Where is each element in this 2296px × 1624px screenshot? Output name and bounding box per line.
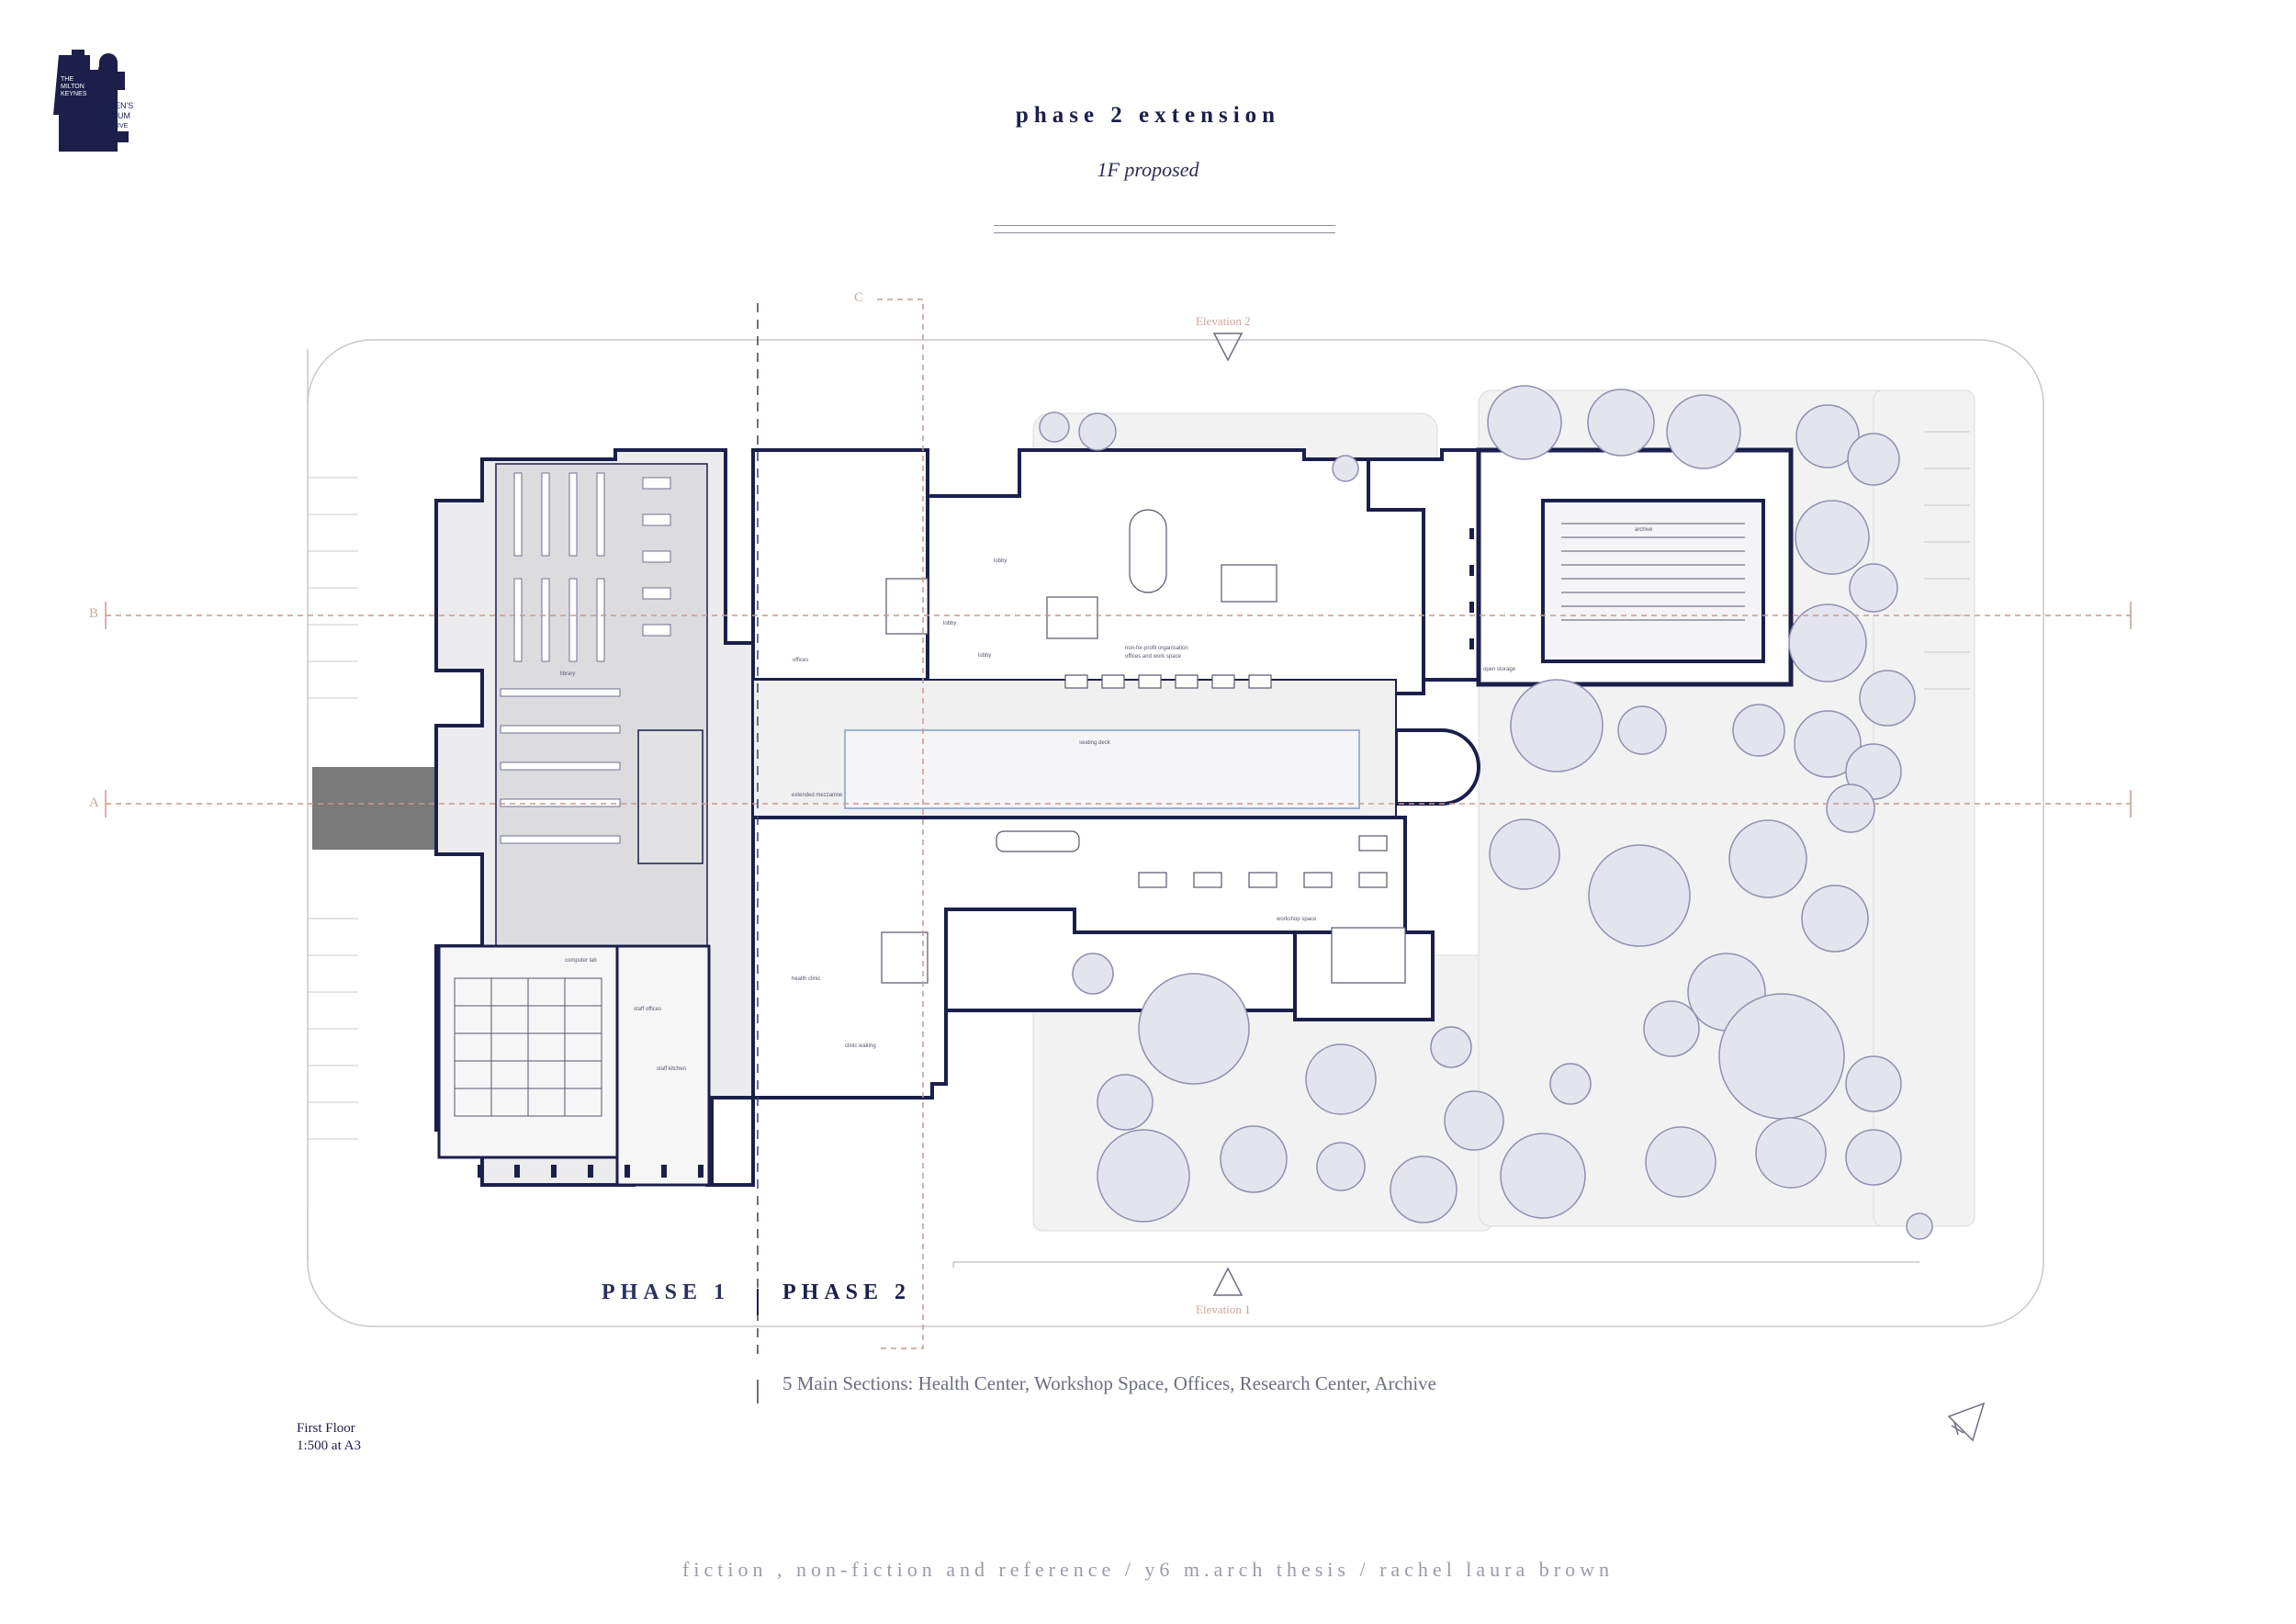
section-mark-c: C [854,290,864,305]
sections-note: 5 Main Sections: Health Center, Workshop… [782,1372,1436,1394]
room-seating-deck: seating deck [1079,740,1111,746]
computer-lab-desks [454,977,602,1117]
elevation-2-label: Elevation 2 [1196,314,1251,328]
sheet-title: phase 2 extension [1015,103,1281,128]
drawing-info: First Floor 1:500 at A3 [297,1420,361,1455]
room-archive: archive [1635,527,1653,533]
parking-left [308,477,358,1140]
library-shelves [500,472,671,844]
parking-right [1924,431,1970,690]
room-offices: offices [793,658,808,663]
section-lines [106,299,2131,1349]
room-open-storage: open storage [1483,667,1516,672]
title-rule-2 [994,232,1335,233]
drawing-scale: 1:500 at A3 [297,1438,361,1453]
north-arrow-icon [1947,1402,1986,1442]
phase1-building [434,448,755,1187]
section-mark-b: B [89,606,99,621]
logo-line-2: MILTON [61,84,84,90]
room-staff-offices: staff offices [634,1007,661,1012]
room-lobby-1: lobby [994,558,1007,564]
room-library: library [560,671,575,677]
phase-1-label: PHASE 1 [602,1280,731,1304]
room-nonprofit-2: offices and work space [1125,654,1182,660]
room-clinic-waiting: clinic waiting [845,1043,876,1049]
title-rule-1 [994,225,1335,226]
section-ticks [105,602,2132,818]
sheet-subtitle: 1F proposed [1097,158,1199,181]
tables [881,509,1406,984]
drawing-floor-name: First Floor [297,1421,355,1436]
logo-line-3: KEYNES [61,91,87,97]
elevation-1-marker [1212,1267,1244,1296]
room-lobby-2: lobby [943,621,956,626]
logo-line-5: MUSEUM [94,111,130,120]
logo-line-1: THE [61,76,73,83]
columns [478,528,1474,1178]
section-mark-a: A [89,795,99,810]
room-lobby-3: lobby [978,653,991,659]
room-staff-kitchen: staff kitchen [657,1066,686,1072]
mezzanine-void [844,729,1360,809]
sheet-footer: fiction , non-fiction and reference / y6… [682,1558,1614,1581]
phase-2-label: PHASE 2 [782,1280,912,1304]
room-health-clinic: health clinic [792,976,820,982]
trees [1039,385,1933,1240]
room-mezzanine: extended mezzanine [792,793,843,798]
entrance-bridge [312,767,436,850]
room-computer-lab: computer lab [565,958,597,964]
room-workshop: workshop space [1276,917,1317,922]
room-nonprofit-1: non-for-profit organisation [1125,646,1188,651]
archive-block [1476,447,1794,687]
elevation-1-label: Elevation 1 [1196,1303,1251,1316]
elevation-2-marker [1212,333,1244,362]
logo-line-4: WOMEN'S [94,101,133,110]
museum-logo: THE MILTON KEYNES WOMEN'S MUSEUM & ARCHI… [53,46,154,161]
site-boundary [307,339,2044,1327]
logo-line-6: & ARCHIVE [94,123,129,130]
